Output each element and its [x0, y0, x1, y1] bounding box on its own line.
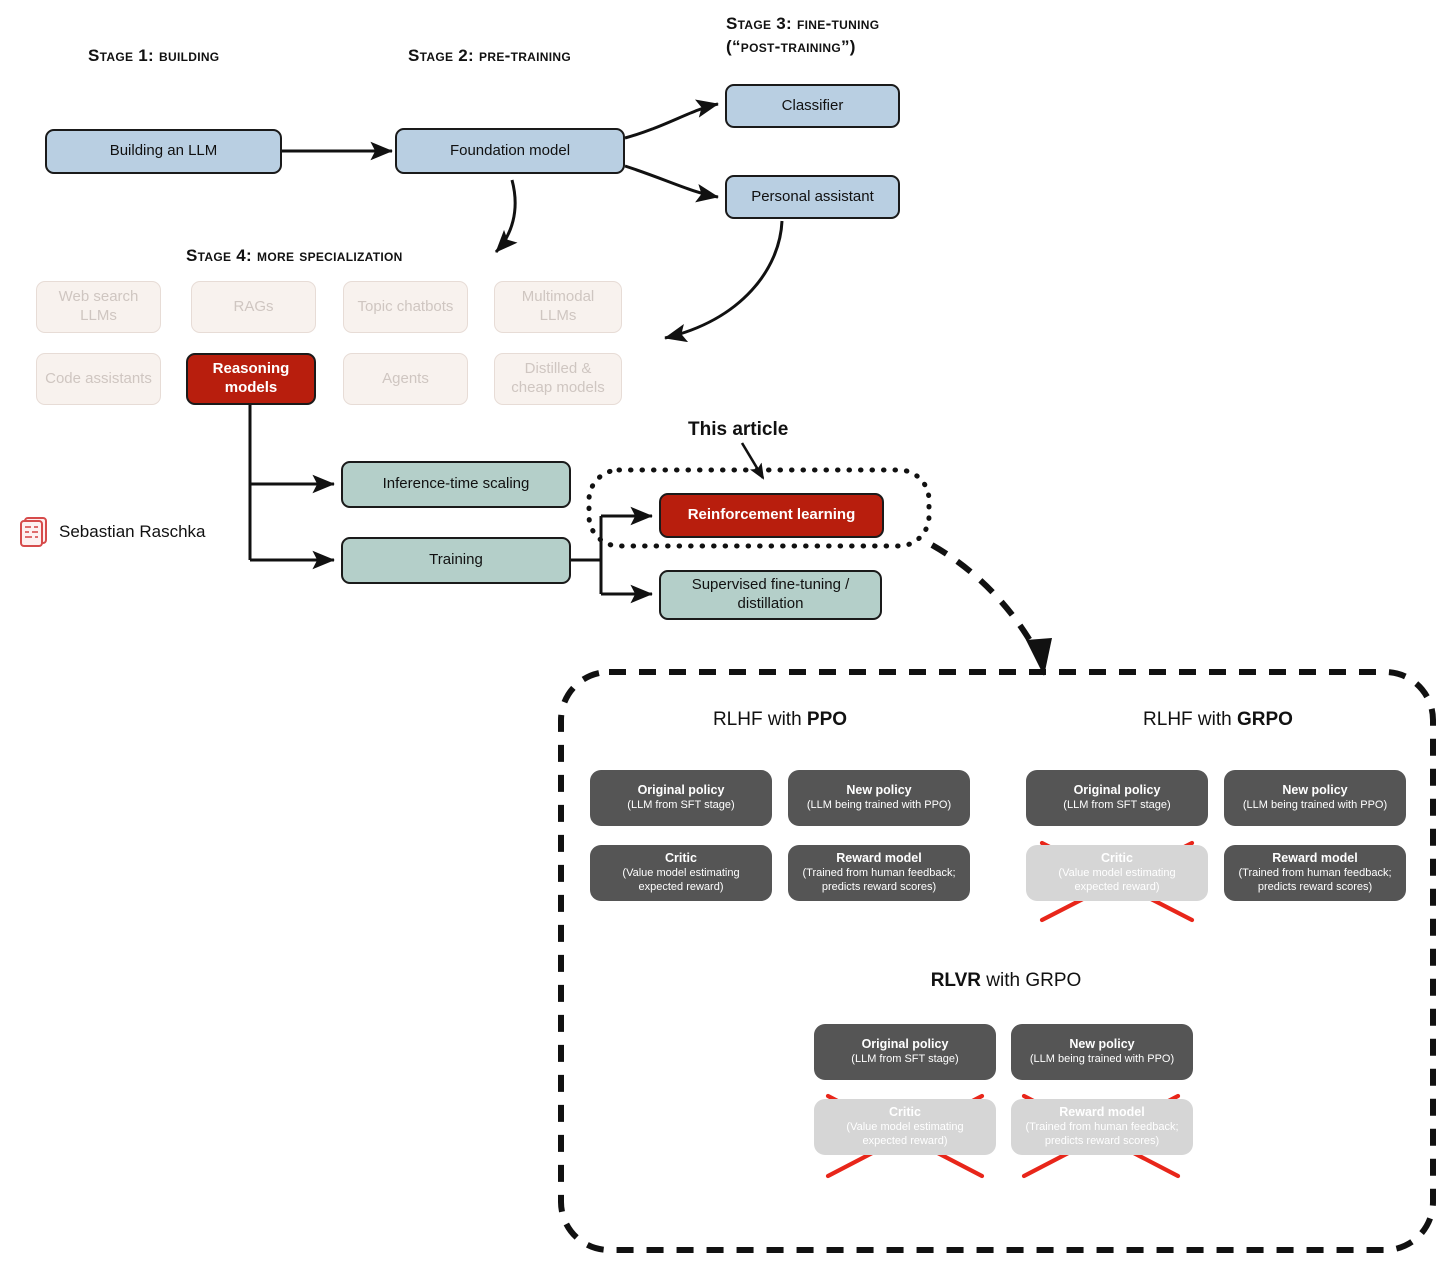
arrow-assistant-to-stage4 [664, 220, 784, 343]
node-topic-chatbots[interactable]: Topic chatbots [343, 281, 468, 333]
ppo-box-critic[interactable]: Critic (Value model estimating expected … [590, 845, 772, 901]
box-title: New policy [1069, 1037, 1135, 1052]
node-distilled-cheap-models[interactable]: Distilled & cheap models [494, 353, 622, 405]
panel-title-bold-rlhf-ppo: PPO [806, 709, 848, 730]
box-title: Original policy [637, 783, 725, 798]
node-personal-assistant[interactable]: Personal assistant [725, 175, 900, 219]
box-subtitle: (Trained from human feedback; predicts r… [1238, 867, 1392, 893]
ppo-box-original-policy[interactable]: Original policy (LLM from SFT stage) [590, 770, 772, 826]
box-subtitle: (LLM being trained with PPO) [1242, 798, 1388, 811]
rlvr-box-new-policy[interactable]: New policy (LLM being trained with PPO) [1011, 1024, 1193, 1080]
box-title: Original policy [861, 1037, 949, 1052]
this-article-label: This article [688, 419, 789, 440]
stage4-heading: Stage 4: More Specialization [186, 246, 403, 265]
node-web-search-llms[interactable]: Web search LLMs [36, 281, 161, 333]
panel-title-rlhf-ppo: RLHF with PPO [610, 709, 950, 731]
node-reasoning-models[interactable]: Reasoning models [186, 353, 316, 405]
box-title: New policy [846, 783, 912, 798]
author-name: Sebastian Raschka [59, 522, 206, 541]
ppo-box-new-policy[interactable]: New policy (LLM being trained with PPO) [788, 770, 970, 826]
panel-title-plain-rlhf-ppo: RLHF with [712, 709, 807, 730]
arrow-foundation-to-stage4 [494, 179, 518, 254]
rlvr-box-original-policy[interactable]: Original policy (LLM from SFT stage) [814, 1024, 996, 1080]
panel-title-bold-rlvr-grpo: RLVR [930, 970, 981, 991]
author-watermark: Sebastian Raschka [18, 515, 205, 549]
node-code-assistants[interactable]: Code assistants [36, 353, 161, 405]
arrow-rl-to-detail-panel [930, 542, 1041, 657]
box-subtitle: (LLM being trained with PPO) [1029, 1052, 1175, 1065]
arrowhead-rl-to-detail-panel [1026, 638, 1052, 676]
panel-title-bold-rlhf-grpo: GRPO [1237, 709, 1293, 730]
box-title: New policy [1282, 783, 1348, 798]
node-inference-time-scaling[interactable]: Inference-time scaling [341, 461, 571, 508]
grpo-box-reward-model[interactable]: Reward model (Trained from human feedbac… [1224, 845, 1406, 901]
arrow-foundation-to-assistant [624, 164, 719, 203]
node-classifier[interactable]: Classifier [725, 84, 900, 128]
box-title: Reward model [1059, 1105, 1145, 1120]
node-multimodal-llms[interactable]: Multimodal LLMs [494, 281, 622, 333]
node-supervised-finetuning-distillation[interactable]: Supervised fine-tuning / distillation [659, 570, 882, 620]
stage3-heading: Stage 3: Fine-tuning (“Post-Training”) [726, 14, 880, 56]
box-title: Critic [1101, 851, 1133, 866]
box-subtitle: (LLM from SFT stage) [1063, 798, 1171, 811]
box-title: Critic [665, 851, 697, 866]
detail-panel-outline [558, 669, 1436, 1253]
node-training[interactable]: Training [341, 537, 571, 584]
panel-title-rlvr-grpo: RLVR with GRPO [836, 970, 1176, 992]
grpo-box-original-policy[interactable]: Original policy (LLM from SFT stage) [1026, 770, 1208, 826]
node-reinforcement-learning[interactable]: Reinforcement learning [659, 493, 884, 538]
box-title: Critic [889, 1105, 921, 1120]
panel-title-plain-rlhf-grpo: RLHF with [1143, 709, 1237, 730]
box-subtitle: (Value model estimating expected reward) [846, 1121, 964, 1147]
box-title: Reward model [836, 851, 922, 866]
box-subtitle: (Value model estimating expected reward) [622, 867, 740, 893]
stage2-heading: Stage 2: Pre-training [408, 46, 571, 65]
panel-title-rlhf-grpo: RLHF with GRPO [1048, 709, 1388, 731]
box-subtitle: (LLM being trained with PPO) [806, 798, 952, 811]
grpo-box-new-policy[interactable]: New policy (LLM being trained with PPO) [1224, 770, 1406, 826]
grpo-box-critic-disabled[interactable]: Critic (Value model estimating expected … [1026, 845, 1208, 901]
node-rags[interactable]: RAGs [191, 281, 316, 333]
node-building-an-llm[interactable]: Building an LLM [45, 129, 282, 174]
ppo-box-reward-model[interactable]: Reward model (Trained from human feedbac… [788, 845, 970, 901]
box-subtitle: (LLM from SFT stage) [851, 1052, 959, 1065]
box-subtitle: (Value model estimating expected reward) [1058, 867, 1176, 893]
rlvr-box-critic-disabled[interactable]: Critic (Value model estimating expected … [814, 1099, 996, 1155]
box-subtitle: (LLM from SFT stage) [627, 798, 735, 811]
box-title: Original policy [1073, 783, 1161, 798]
stage1-heading: Stage 1: Building [88, 46, 220, 65]
box-title: Reward model [1272, 851, 1358, 866]
box-subtitle: (Trained from human feedback; predicts r… [1025, 1121, 1179, 1147]
arrow-this-article-pointer [740, 442, 765, 480]
node-foundation-model[interactable]: Foundation model [395, 128, 625, 174]
rlvr-box-reward-model-disabled[interactable]: Reward model (Trained from human feedbac… [1011, 1099, 1193, 1155]
box-subtitle: (Trained from human feedback; predicts r… [802, 867, 956, 893]
connector-training-bus [571, 516, 603, 594]
panel-title-plain-rlvr-grpo: with GRPO [981, 970, 1082, 991]
node-agents[interactable]: Agents [343, 353, 468, 405]
arrow-foundation-to-classifier [624, 99, 719, 140]
book-stack-icon [20, 517, 47, 547]
